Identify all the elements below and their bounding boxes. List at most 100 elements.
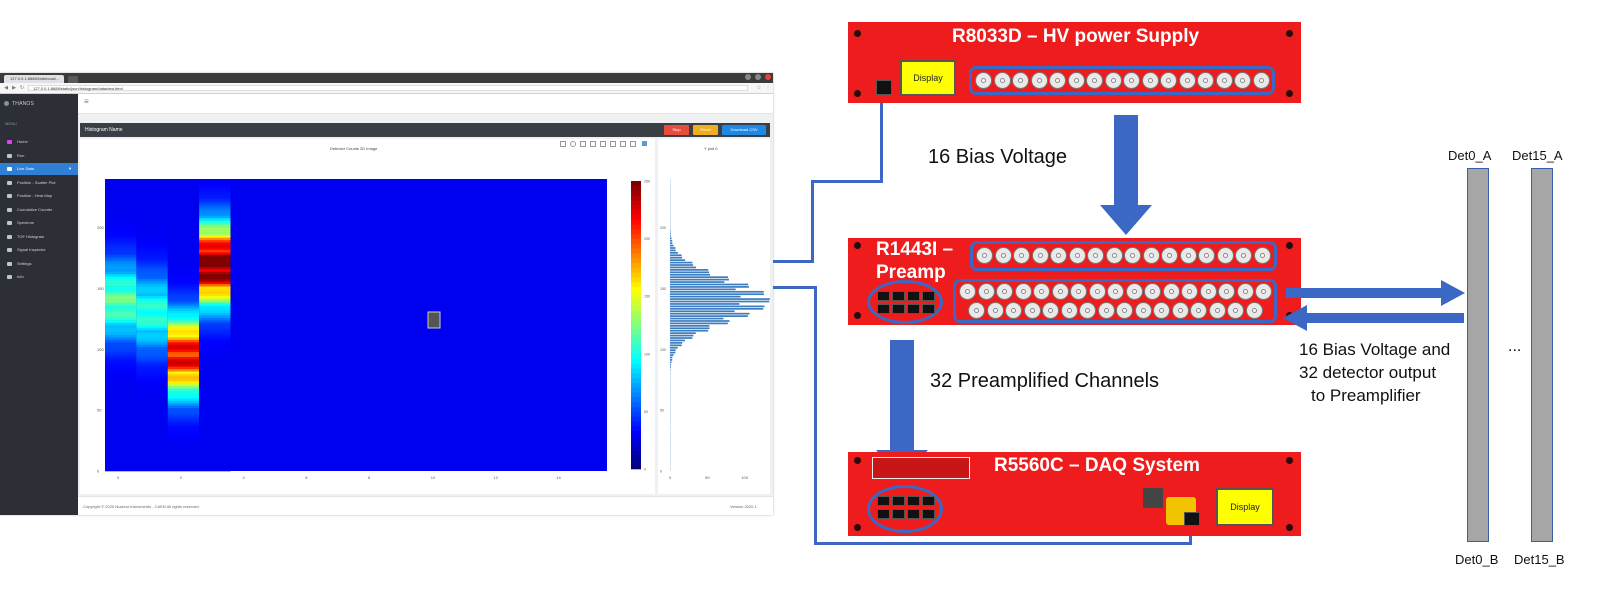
- heatmap-cell: [167, 356, 200, 360]
- pan-icon[interactable]: [580, 141, 586, 147]
- detector-det15: [1531, 168, 1553, 542]
- sidebar-item[interactable]: Cumulative Counter: [0, 204, 78, 216]
- heatmap-cell: [136, 402, 168, 406]
- yplot-bar: [670, 359, 673, 361]
- heatmap-cell: [136, 225, 168, 228]
- heatmap-cell: [167, 436, 200, 440]
- heatmap-cell: [167, 385, 200, 389]
- heatmap-cell: [136, 388, 168, 391]
- sidebar-item[interactable]: Position - Heat Map: [0, 190, 78, 202]
- sidebar-item[interactable]: Live Data▼: [0, 163, 78, 175]
- browser-tab[interactable]: 127.0.0.1:8888/Notebook/...: [4, 75, 64, 83]
- colorbar-segment: [631, 219, 641, 225]
- heatmap-cell: [136, 242, 168, 245]
- browser-menu-icon[interactable]: ⋮: [765, 85, 771, 91]
- heatmap-cell: [199, 346, 231, 350]
- heatmap-column: [136, 179, 168, 472]
- bnc-connector: [1005, 302, 1022, 319]
- heatmap-cell: [105, 232, 137, 236]
- close-icon[interactable]: [765, 74, 771, 80]
- colorbar-segment: [631, 401, 641, 407]
- preamplified-channels-label: 32 Preamplified Channels: [930, 370, 1160, 392]
- reload-icon[interactable]: ↻: [19, 85, 25, 91]
- sidebar-item-label: Signal Inspector: [17, 247, 46, 252]
- sidebar-item[interactable]: Spectrum: [0, 217, 78, 229]
- sidebar-item[interactable]: Run: [0, 150, 78, 162]
- bnc-connector: [1161, 247, 1178, 264]
- heatmap-cell: [105, 266, 137, 270]
- heatmap-cell: [136, 446, 168, 450]
- hamburger-icon[interactable]: ≡: [84, 97, 89, 106]
- heatmap-cell: [136, 179, 168, 182]
- signal-icon: [7, 248, 12, 252]
- heatmap-cell: [105, 346, 137, 350]
- colorbar-segment: [631, 200, 641, 206]
- download-csv-button[interactable]: Download CSV: [722, 125, 766, 135]
- sidebar-item[interactable]: Settings: [0, 258, 78, 270]
- heatmap-cell: [105, 269, 137, 272]
- bnc-connector: [1197, 72, 1214, 89]
- heatmap-cell: [105, 259, 137, 263]
- preamp-bias-connectors: [970, 241, 1277, 271]
- sidebar-item[interactable]: Signal Inspector: [0, 244, 78, 256]
- sidebar-item[interactable]: Position - Scatter Plot: [0, 177, 78, 189]
- heatmap-cell: [136, 434, 168, 438]
- heatmap-cell: [105, 217, 137, 221]
- bnc-connector: [1171, 302, 1189, 319]
- zoom-in-icon[interactable]: [600, 141, 606, 147]
- bnc-connector: [1042, 302, 1059, 319]
- heatmap-cell: [136, 188, 168, 192]
- sidebar-item[interactable]: Home: [0, 136, 78, 148]
- heatmap-cell: [136, 390, 168, 394]
- sidebar-item[interactable]: Info: [0, 271, 78, 283]
- colorbar-tick-label: 0: [644, 468, 646, 472]
- app-brand[interactable]: THANOS: [4, 101, 34, 107]
- heatmap-cell: [105, 424, 137, 428]
- maximize-icon[interactable]: [755, 74, 761, 80]
- heatmap-cell: [167, 390, 200, 394]
- address-bar[interactable]: 127.0.0.1:8888/static/json/histogram/dat…: [28, 85, 748, 91]
- heatmap-cell: [136, 356, 168, 360]
- sidebar-item[interactable]: TOF Histogram: [0, 231, 78, 243]
- heatmap-cell: [105, 254, 137, 258]
- heatmap-cell: [167, 232, 200, 236]
- colorbar-segment: [631, 406, 641, 412]
- box-select-icon[interactable]: [590, 141, 596, 147]
- heatmap-cell: [199, 371, 231, 374]
- forward-icon[interactable]: ▶: [12, 85, 16, 91]
- screw: [1286, 242, 1293, 249]
- heatmap-cell: [105, 444, 137, 447]
- bookmark-star-icon[interactable]: ☆: [756, 85, 762, 91]
- back-icon[interactable]: ◀: [4, 85, 8, 91]
- heatmap-cell: [199, 222, 231, 226]
- reset-button[interactable]: Reset: [693, 125, 718, 135]
- heatmap-cell: [136, 186, 168, 190]
- autoscale-icon[interactable]: [620, 141, 626, 147]
- heatmap-cell: [136, 383, 168, 387]
- heatmap-cell: [105, 368, 137, 372]
- new-tab-button[interactable]: [68, 76, 78, 83]
- heatmap-cell: [199, 354, 231, 357]
- reset-axes-icon[interactable]: [630, 141, 636, 147]
- camera-icon[interactable]: [560, 141, 566, 147]
- plotly-logo-icon[interactable]: [642, 141, 647, 146]
- heatmap-cell: [167, 395, 200, 399]
- minimize-icon[interactable]: [745, 74, 751, 80]
- det0-a-label: Det0_A: [1448, 148, 1492, 163]
- yplot-bar: [670, 363, 671, 366]
- info-icon: [7, 275, 12, 279]
- sidebar-item-label: Cumulative Counter: [17, 206, 53, 212]
- zoom-icon[interactable]: [570, 141, 576, 147]
- zoom-out-icon[interactable]: [610, 141, 616, 147]
- heatmap-cell: [105, 227, 137, 231]
- heatmap-cell: [199, 368, 231, 372]
- bnc-connector: [1123, 72, 1140, 89]
- rj45-port-icon: [922, 291, 935, 301]
- preamp-signal-connectors: [953, 279, 1277, 323]
- sidebar-item-label: Position - Heat Map: [17, 193, 53, 198]
- stop-button[interactable]: Stop: [664, 125, 689, 135]
- heatmap-cell: [167, 242, 200, 245]
